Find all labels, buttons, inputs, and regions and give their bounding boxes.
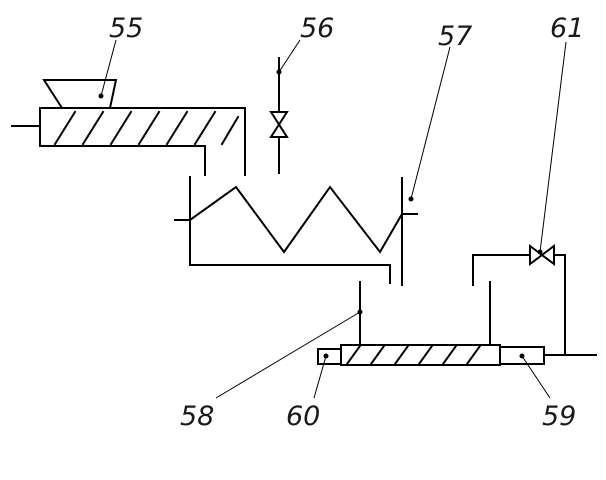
leader-56 [276, 39, 301, 75]
label-59: 59 [542, 401, 576, 432]
leader-58 [215, 309, 363, 399]
label-60: 60 [286, 401, 320, 432]
leader-60 [313, 353, 329, 399]
bypass-line-61 [472, 244, 566, 356]
screw-conveyor-55 [11, 79, 246, 176]
valve-56-icon [269, 111, 289, 138]
inlet-pipe-56 [269, 57, 289, 174]
hopper [42, 79, 118, 109]
vessel-57 [174, 176, 418, 286]
valve-61-icon [529, 244, 555, 266]
leader-61 [537, 41, 567, 255]
screw-conveyor-2 [340, 344, 501, 366]
end-block-60 [317, 348, 342, 365]
leader-59 [519, 353, 551, 399]
leader-55 [98, 39, 117, 99]
screw-flights-55 [53, 110, 240, 146]
label-58: 58 [180, 401, 214, 432]
label-57: 57 [438, 21, 472, 52]
coil-57 [188, 185, 404, 254]
label-55: 55 [109, 13, 143, 44]
label-61: 61 [550, 13, 584, 44]
label-56: 56 [300, 13, 334, 44]
leader-57 [408, 46, 451, 202]
